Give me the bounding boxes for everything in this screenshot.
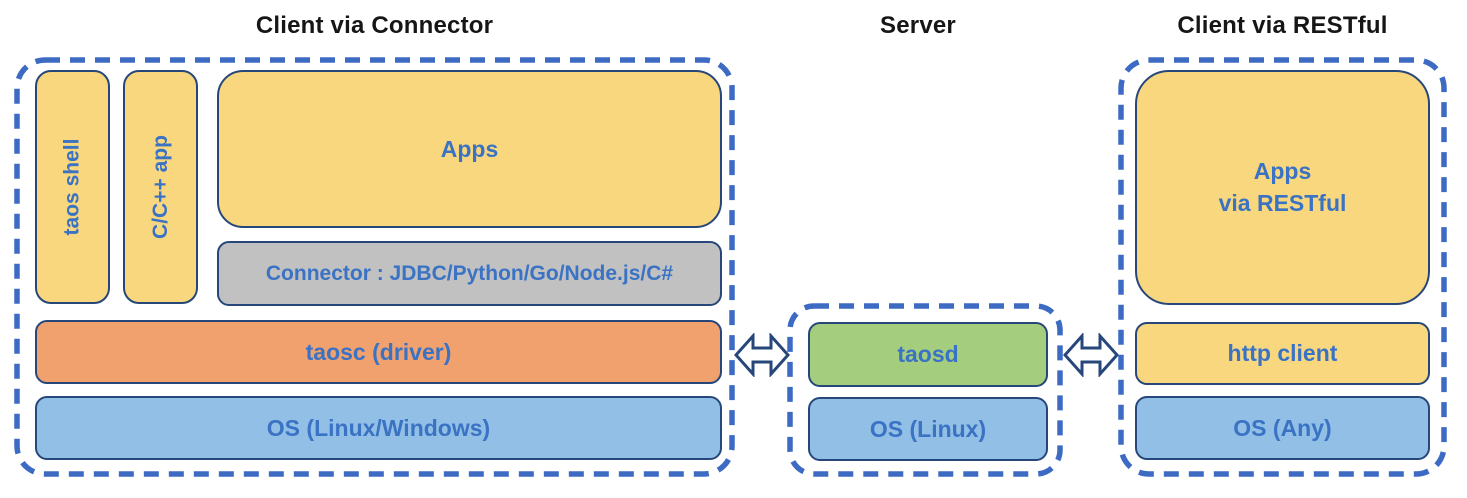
client-via-connector-group-border bbox=[14, 57, 735, 477]
box-os-linux-windows: OS (Linux/Windows) bbox=[35, 396, 722, 460]
box-apps-via-restful: Apps via RESTful bbox=[1135, 70, 1430, 305]
box-taosd: taosd bbox=[808, 322, 1048, 387]
box-os-linux: OS (Linux) bbox=[808, 397, 1048, 461]
section-title-client-via-restful: Client via RESTful bbox=[1177, 12, 1388, 39]
box-taosc-driver-label: taosc (driver) bbox=[305, 338, 452, 365]
box-apps-label: Apps bbox=[440, 135, 499, 162]
section-title-client-via-connector: Client via Connector bbox=[255, 12, 494, 39]
box-taos-shell: taos shell bbox=[35, 70, 110, 304]
server-group-border bbox=[787, 303, 1063, 477]
box-connector: Connector : JDBC/Python/Go/Node.js/C# bbox=[217, 241, 722, 306]
box-os-linux-label: OS (Linux) bbox=[869, 415, 987, 442]
box-taosd-label: taosd bbox=[897, 341, 959, 367]
box-apps-via-restful-label: Apps via RESTful bbox=[1218, 158, 1347, 216]
box-os-linux-windows-label: OS (Linux/Windows) bbox=[266, 414, 491, 441]
box-apps: Apps bbox=[217, 70, 722, 228]
box-os-any-label: OS (Any) bbox=[1233, 414, 1332, 441]
box-connector-label: Connector : JDBC/Python/Go/Node.js/C# bbox=[265, 261, 674, 285]
box-cpp-app: C/C++ app bbox=[123, 70, 198, 304]
box-taos-shell-label: taos shell bbox=[60, 138, 84, 236]
bidirectional-arrow-icon-right bbox=[1063, 333, 1119, 377]
section-title-server: Server bbox=[880, 12, 956, 39]
box-cpp-app-label: C/C++ app bbox=[148, 135, 172, 239]
box-os-any: OS (Any) bbox=[1135, 396, 1430, 460]
box-http-client-label: http client bbox=[1227, 340, 1338, 366]
client-via-restful-group-border bbox=[1118, 57, 1447, 477]
box-taosc-driver: taosc (driver) bbox=[35, 320, 722, 384]
box-http-client: http client bbox=[1135, 322, 1430, 385]
bidirectional-arrow-icon-left bbox=[734, 333, 790, 377]
